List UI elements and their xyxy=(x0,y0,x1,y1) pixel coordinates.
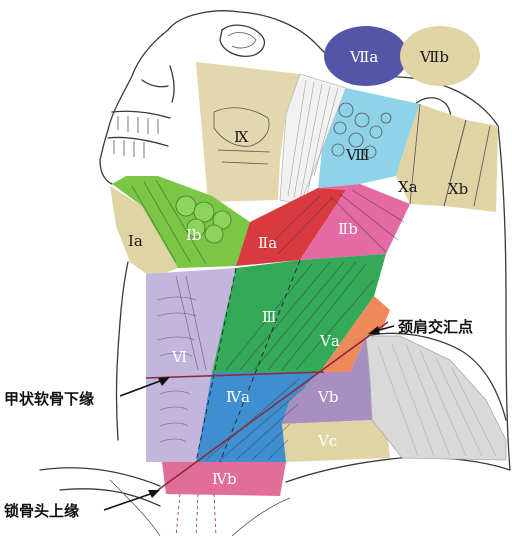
callout-clavicle: 锁骨头上缘 xyxy=(4,490,160,520)
label-Xa: Ⅹa xyxy=(398,178,418,196)
callout-clavicle-text: 锁骨头上缘 xyxy=(4,502,79,520)
label-IX: Ⅸ xyxy=(234,128,249,146)
label-Vc: Ⅴc xyxy=(317,432,337,450)
label-VIII: Ⅷ xyxy=(345,146,370,164)
label-IIa: Ⅱa xyxy=(258,234,277,252)
label-IVa: Ⅳa xyxy=(226,388,250,406)
label-IVb: Ⅳb xyxy=(212,470,237,488)
label-Xb: Ⅹb xyxy=(448,180,468,198)
label-Ib: Ⅰb xyxy=(186,226,202,244)
label-Va: Ⅴa xyxy=(319,332,340,350)
label-VI: Ⅵ xyxy=(171,348,187,366)
callout-junction-text: 颈肩交汇点 xyxy=(397,318,473,336)
label-Ia: Ⅰa xyxy=(128,232,143,250)
label-IIb: Ⅱb xyxy=(338,220,358,238)
label-VIIb: Ⅶb xyxy=(419,48,449,66)
callout-cricoid-text: 甲状软骨下缘 xyxy=(4,390,94,408)
label-III: Ⅲ xyxy=(262,308,276,326)
label-Vb: Ⅴb xyxy=(317,388,338,406)
callout-cricoid: 甲状软骨下缘 xyxy=(4,377,170,408)
label-VIIa: Ⅶa xyxy=(349,48,378,66)
